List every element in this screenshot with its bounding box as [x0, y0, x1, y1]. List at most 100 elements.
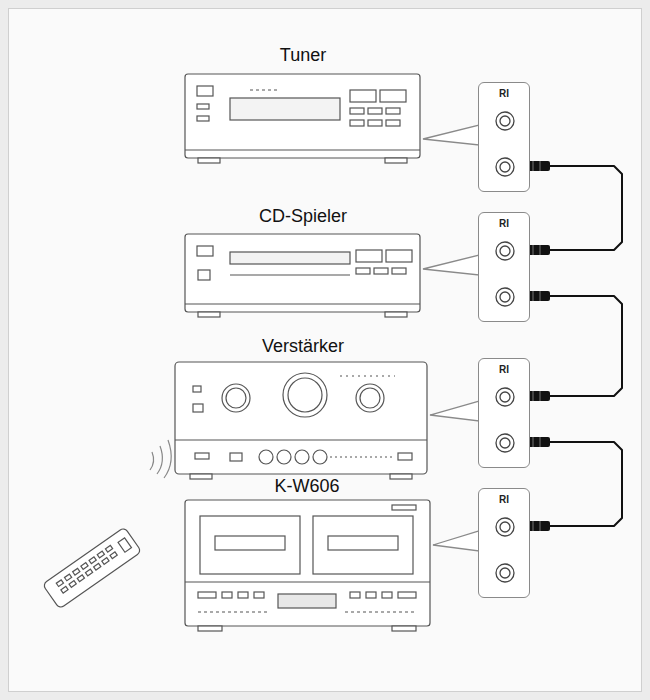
amplifier-device-part — [360, 388, 380, 408]
amplifier-device-part — [193, 404, 203, 412]
infrared-waves — [150, 440, 171, 478]
tuner-device-part — [368, 108, 382, 114]
jack-panel — [479, 489, 531, 599]
plug-grip — [540, 391, 541, 401]
amplifier-device-part — [330, 456, 395, 457]
cassette-deck-device-part — [215, 536, 285, 550]
cd-player-device-part — [198, 312, 220, 317]
plug-grip — [533, 291, 534, 301]
audio-cable — [530, 296, 622, 396]
amplifier-device-part — [283, 373, 327, 417]
device-name: CD-Spieler — [259, 206, 347, 227]
cassette-deck-device-part — [398, 592, 416, 598]
amplifier-device-part — [195, 453, 209, 459]
cd-player-device-part — [185, 234, 420, 312]
cd-player-device-part — [197, 246, 213, 256]
jack-label: RI — [479, 494, 529, 505]
rca-jack-center — [500, 162, 510, 172]
amplifier-device-part — [222, 384, 250, 412]
tuner-device-part — [350, 90, 376, 102]
tuner-device-part — [185, 74, 420, 158]
plug-grip — [540, 291, 541, 301]
remote-control-part — [85, 569, 92, 576]
tuner-device-part — [250, 89, 280, 90]
cassette-deck-device-part — [238, 592, 248, 598]
cassette-deck-device-part — [366, 592, 376, 598]
cd-player-device-part — [198, 270, 210, 280]
rca-jack — [496, 564, 514, 582]
cassette-deck-device-part — [392, 505, 416, 510]
amplifier-device-part — [190, 474, 212, 479]
plug-grip — [540, 437, 541, 447]
remote-control-part — [97, 551, 104, 558]
tuner-device-part — [230, 98, 340, 120]
rca-jack — [496, 518, 514, 536]
rca-jack — [496, 288, 514, 306]
amplifier-device-part — [277, 450, 291, 464]
rca-jack — [496, 112, 514, 130]
plug-grip — [540, 521, 541, 531]
tuner-device-part — [197, 116, 209, 121]
device-name: Verstärker — [262, 336, 344, 357]
audio-cable — [530, 442, 622, 526]
cd-player-device-part — [230, 252, 350, 264]
cassette-deck-device-part — [185, 500, 430, 626]
tuner-device-part — [385, 158, 407, 163]
plug-grip — [533, 437, 534, 447]
remote-control — [42, 527, 141, 609]
cd-player-device-part — [374, 268, 388, 274]
jack-panel — [479, 213, 531, 323]
remote-control-part — [69, 581, 76, 588]
rca-jack-center — [500, 116, 510, 126]
tuner-device-part — [386, 120, 400, 126]
amplifier-device-part — [259, 450, 273, 464]
plug-grip — [533, 391, 534, 401]
rca-jack — [496, 242, 514, 260]
tuner-device — [185, 74, 420, 163]
rca-jack — [496, 434, 514, 452]
plug-grip — [540, 245, 541, 255]
cassette-deck-device-part — [278, 594, 336, 608]
cassette-deck-device-part — [345, 611, 416, 612]
device-name: K-W606 — [274, 476, 339, 497]
tuner-device-part — [380, 90, 406, 102]
plug-grip — [533, 521, 534, 531]
remote-control-part — [94, 563, 101, 570]
tuner-device-part — [197, 104, 209, 109]
amplifier-device-part — [193, 386, 201, 392]
audio-cable — [530, 166, 622, 250]
remote-control-part — [89, 557, 96, 564]
remote-control-part — [56, 580, 63, 587]
cassette-deck-device-part — [382, 592, 392, 598]
tuner-device-part — [197, 86, 213, 96]
cassette-deck-device-part — [198, 611, 270, 612]
remote-control-part — [61, 586, 68, 593]
cassette-deck-device-part — [198, 592, 216, 598]
cd-player-device-part — [356, 250, 382, 262]
cd-player-device-part — [230, 274, 350, 275]
jack-label: RI — [479, 88, 529, 99]
tuner-device-part — [386, 108, 400, 114]
amplifier-device-part — [230, 453, 242, 461]
tuner-device-part — [198, 158, 220, 163]
plug-grip — [540, 161, 541, 171]
cassette-deck-device-part — [198, 626, 222, 631]
callout-pointer — [423, 255, 479, 275]
remote-control-part — [105, 545, 112, 552]
cassette-deck-device-part — [185, 581, 430, 582]
cd-player-device-part — [385, 312, 407, 317]
infrared-waves-part — [157, 446, 162, 474]
tuner-device-part — [350, 108, 364, 114]
remote-control-part — [42, 527, 141, 609]
amplifier-device — [175, 362, 427, 479]
jack-panel — [479, 359, 531, 469]
callout-pointer — [433, 531, 479, 551]
rca-jack — [496, 388, 514, 406]
tuner-device-part — [350, 120, 364, 126]
amplifier-device-part — [340, 375, 395, 376]
remote-control-part — [118, 538, 131, 552]
amplifier-device-part — [175, 439, 427, 440]
amplifier-device-part — [226, 388, 246, 408]
cassette-deck-device-part — [328, 536, 398, 550]
cd-player-device-part — [392, 268, 406, 274]
